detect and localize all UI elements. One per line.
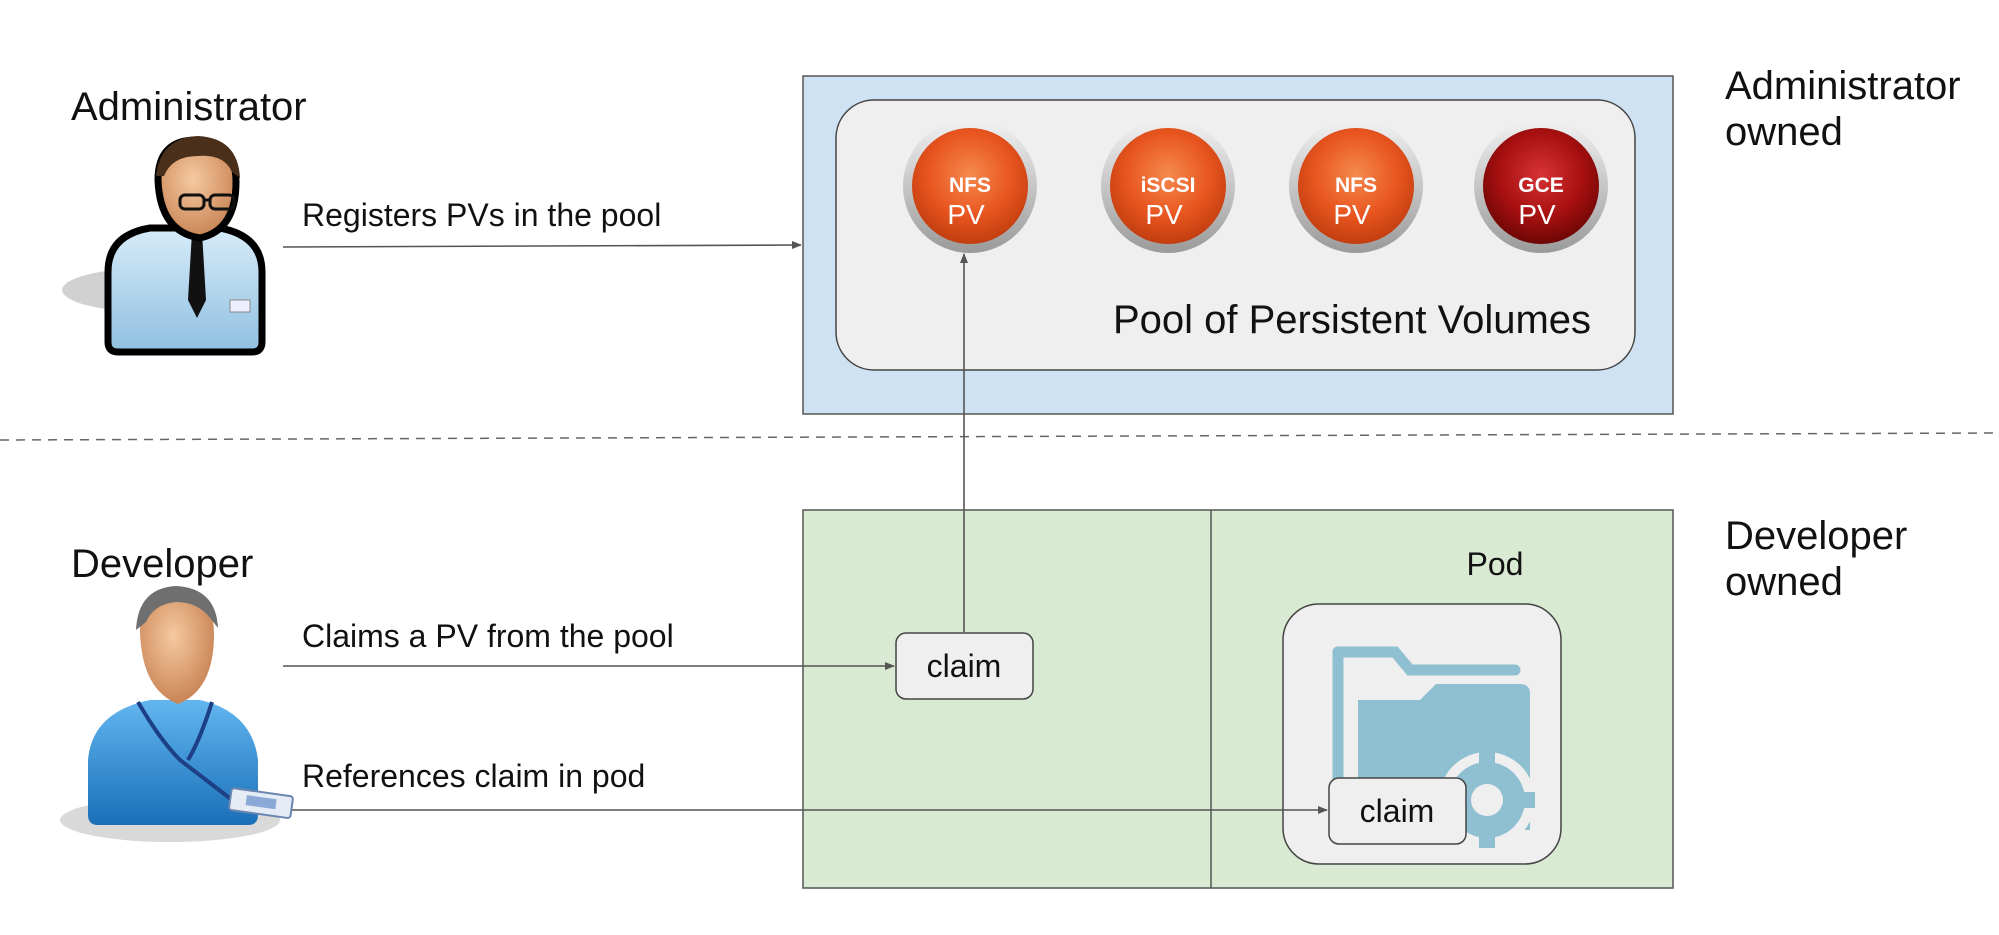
pod-label: Pod: [1467, 546, 1524, 582]
pv-kind-label: PV: [1333, 199, 1371, 230]
admin-owner-line2: owned: [1725, 110, 1843, 154]
developer-label: Developer: [71, 542, 253, 586]
pv-nfs-2: NFS PV: [1289, 119, 1423, 253]
pod-claim-label: claim: [1360, 793, 1435, 829]
developer-icon: [60, 586, 294, 842]
ownership-divider: [0, 432, 1999, 441]
dev-owner-line2: owned: [1725, 560, 1843, 604]
pv-gce: GCE PV: [1474, 119, 1608, 253]
dev-owner-label: Developer owned: [1725, 514, 1918, 604]
admin-owner-line1: Administrator: [1725, 64, 1961, 108]
claims-label: Claims a PV from the pool: [302, 618, 674, 654]
registers-label: Registers PVs in the pool: [302, 197, 661, 233]
pv-type-label: iSCSI: [1141, 174, 1196, 197]
pv-kind-label: PV: [1145, 199, 1183, 230]
admin-owner-label: Administrator owned: [1725, 64, 1972, 154]
volume-pool: [835, 99, 1636, 371]
pv-type-label: GCE: [1518, 174, 1564, 197]
pod-claim-box: [1328, 777, 1467, 845]
pv-iscsi: iSCSI PV: [1101, 119, 1235, 253]
administrator-icon: [62, 136, 266, 356]
claim-box: [895, 632, 1034, 700]
pool-label: Pool of Persistent Volumes: [1113, 298, 1591, 342]
registers-arrow: [282, 241, 802, 250]
claim-label: claim: [927, 648, 1002, 684]
pv-kind-label: PV: [1518, 199, 1556, 230]
pv-type-label: NFS: [949, 174, 991, 197]
pv-type-label: NFS: [1335, 174, 1377, 197]
references-label: References claim in pod: [302, 758, 645, 794]
dev-owner-line1: Developer: [1725, 514, 1907, 558]
administrator-label: Administrator: [71, 85, 307, 129]
pv-nfs-1: NFS PV: [903, 119, 1037, 253]
pv-kind-label: PV: [947, 199, 985, 230]
